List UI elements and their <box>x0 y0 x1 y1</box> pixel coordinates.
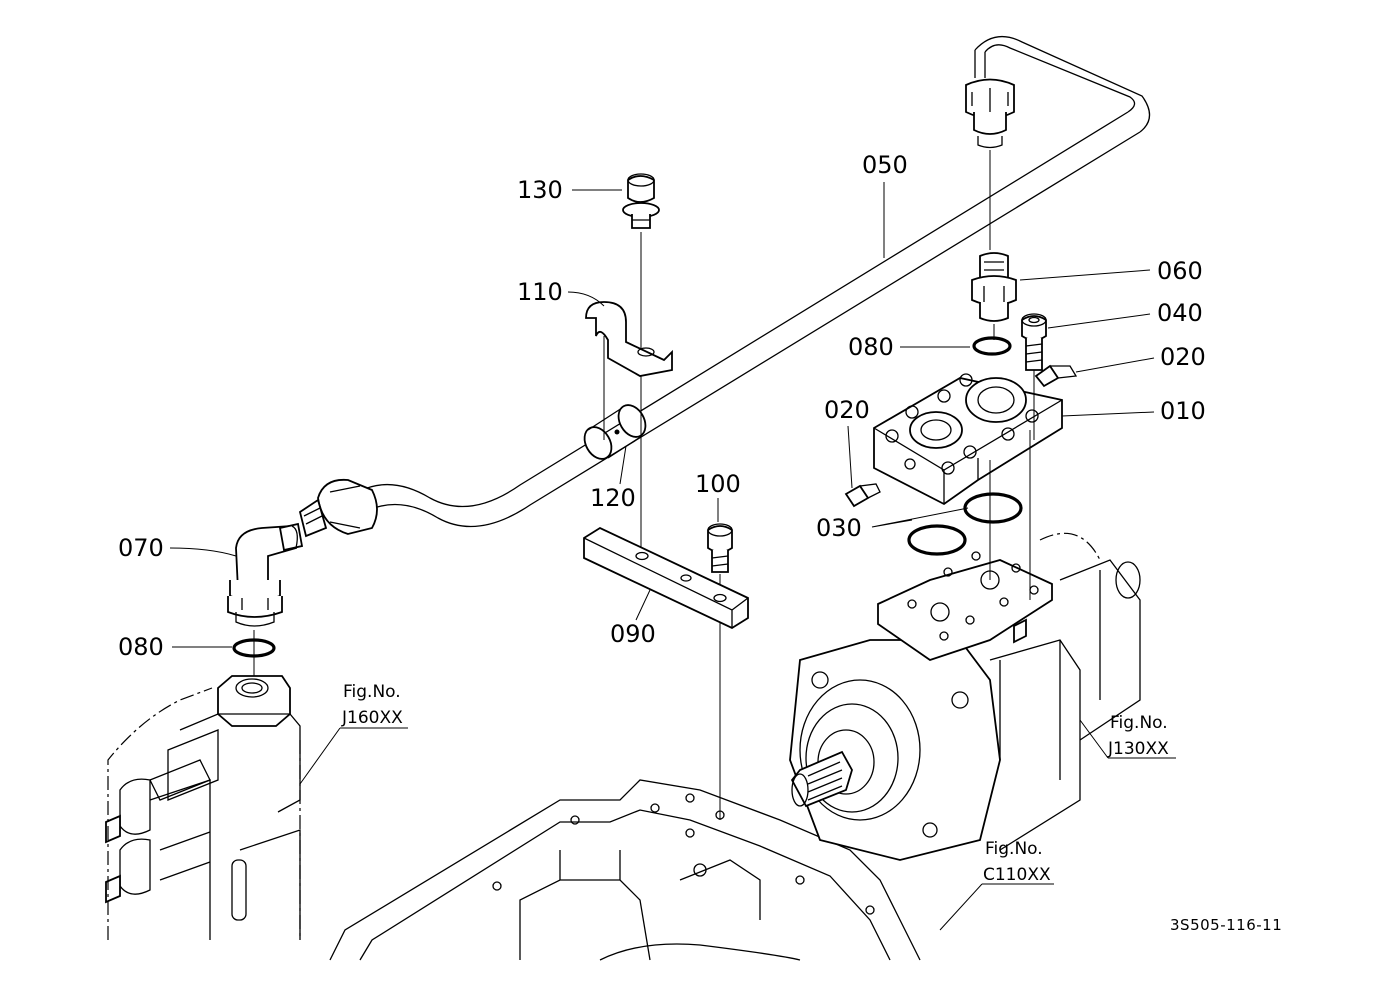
callout-120: 120 <box>590 484 636 512</box>
o-ring-030-lower <box>907 524 967 556</box>
transmission-housing-c110 <box>329 779 921 961</box>
ref-j160-label: Fig.No. <box>343 682 401 702</box>
callout-100: 100 <box>695 470 741 498</box>
callout-130: 130 <box>517 176 563 204</box>
plug-020-right <box>1034 364 1078 388</box>
pipe-upper-fitting <box>965 78 1015 250</box>
o-ring-030-upper <box>963 492 1023 524</box>
callout-010: 010 <box>1160 397 1206 425</box>
leader-lines <box>169 182 1176 931</box>
plug-020-left <box>844 483 881 508</box>
stay-090 <box>583 526 749 630</box>
ref-j130-label: Fig.No. <box>1110 713 1168 733</box>
callout-080-right: 080 <box>848 333 894 361</box>
callout-110: 110 <box>517 278 563 306</box>
callout-060: 060 <box>1157 257 1203 285</box>
bolt-040 <box>1021 313 1047 440</box>
callout-020-right: 020 <box>1160 343 1206 371</box>
callout-070: 070 <box>118 534 164 562</box>
ref-j160-code: J160XX <box>341 708 403 728</box>
bolt-130 <box>622 173 660 560</box>
elbow-fitting-070 <box>227 522 304 680</box>
callout-050: 050 <box>862 151 908 179</box>
o-ring-080-left <box>232 638 276 658</box>
pipe-lower-nut <box>298 478 378 538</box>
callout-080-left: 080 <box>118 633 164 661</box>
callout-090: 090 <box>610 620 656 648</box>
o-ring-080-right <box>972 336 1012 356</box>
ref-j130-code: J130XX <box>1107 739 1169 759</box>
hydraulic-pump-j130 <box>789 532 1141 861</box>
pipe-050 <box>339 35 1151 528</box>
callout-040: 040 <box>1157 299 1203 327</box>
callout-020-left: 020 <box>824 396 870 424</box>
clamp-110 <box>585 301 673 440</box>
ref-c110-code: C110XX <box>983 865 1051 885</box>
callout-030: 030 <box>816 514 862 542</box>
manifold-block-010 <box>873 373 1063 600</box>
drawing-number: 3S505-116-11 <box>1170 916 1282 934</box>
control-valve-j160 <box>105 675 301 940</box>
ref-c110-label: Fig.No. <box>985 839 1043 859</box>
adapter-060 <box>971 252 1017 340</box>
bolt-100 <box>707 523 733 820</box>
